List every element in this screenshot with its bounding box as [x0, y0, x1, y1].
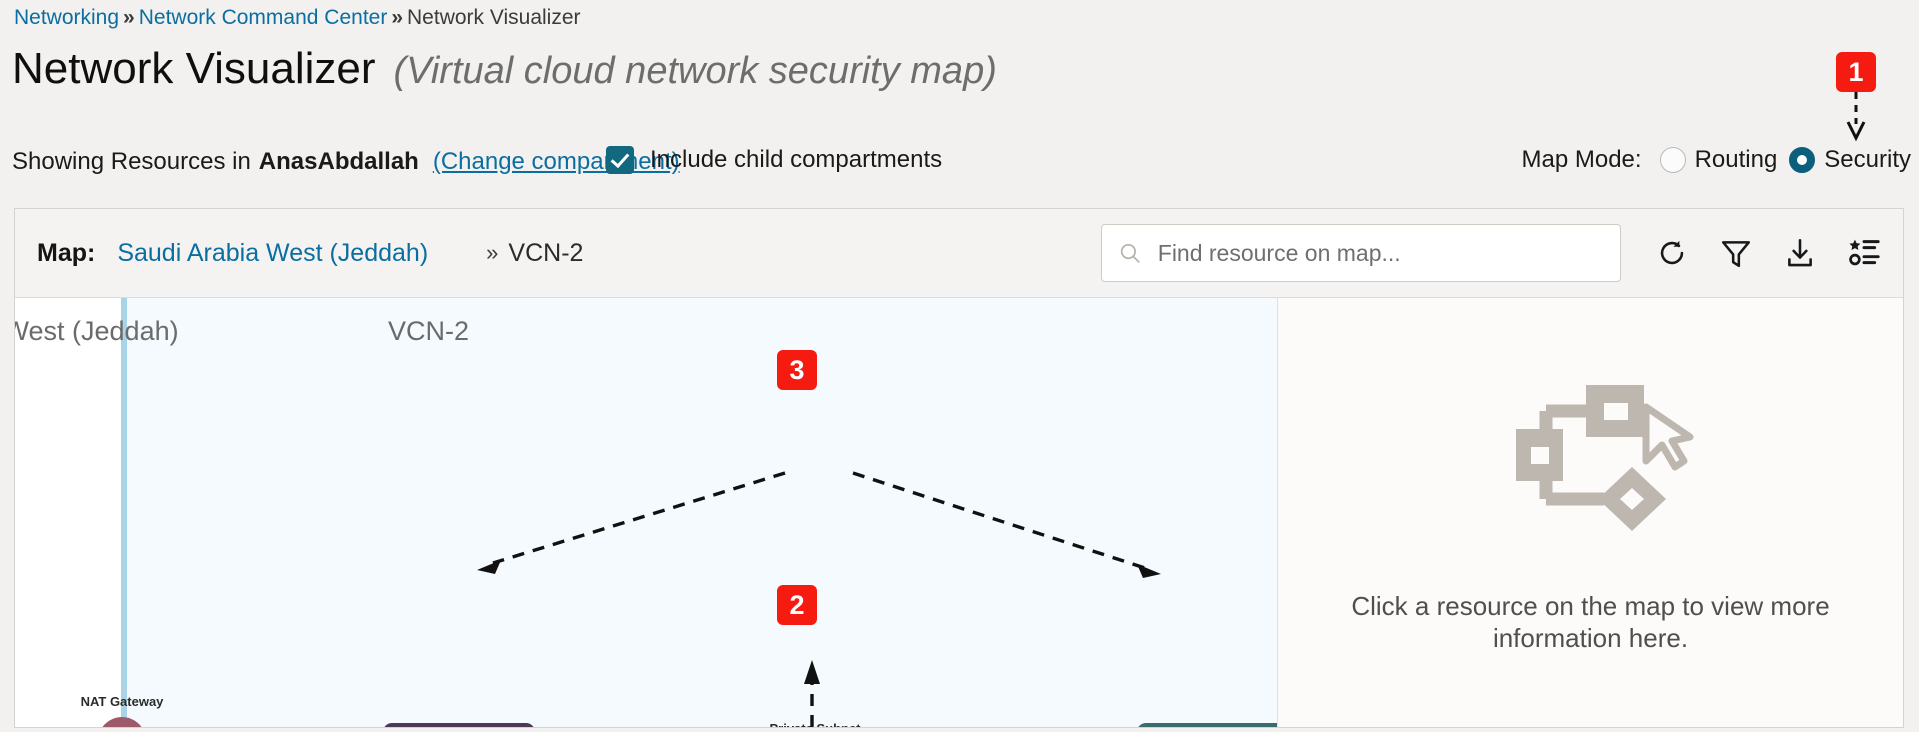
private-subnet-label: Private Subnet: [740, 721, 890, 727]
map-mode-security-label: Security: [1824, 146, 1911, 173]
compartment-row: Showing Resources in AnasAbdallah (Chang…: [12, 148, 680, 176]
map-mode-label: Map Mode:: [1521, 146, 1642, 173]
search-icon: [1120, 243, 1140, 263]
radio-security[interactable]: [1789, 147, 1816, 173]
refresh-icon[interactable]: [1655, 236, 1689, 270]
map-label: Map:: [37, 238, 96, 267]
page-subtitle: (Virtual cloud network security map): [393, 50, 997, 92]
network-security-groups-card[interactable]: Network Security Groups: [1137, 723, 1289, 727]
radio-routing[interactable]: [1659, 147, 1686, 173]
map-toolbar: Map: Saudi Arabia West (Jeddah) » VCN-2: [15, 209, 1903, 298]
annotation-badge-1: 1: [1836, 52, 1876, 92]
nat-gateway-node[interactable]: NAT: [98, 717, 146, 727]
security-lists-card-title: Security Lists: [383, 723, 535, 727]
annotation-1-leader: [1846, 92, 1866, 142]
legend-icon[interactable]: [1847, 236, 1881, 270]
search-box[interactable]: [1101, 224, 1621, 282]
annotation-badge-2: 2: [777, 585, 817, 625]
include-child-compartments-checkbox[interactable]: [606, 146, 634, 174]
breadcrumb: Networking»Network Command Center»Networ…: [14, 6, 581, 30]
breadcrumb-separator: »: [123, 6, 135, 29]
network-nodes-placeholder-icon: [1515, 384, 1693, 531]
map-region-link[interactable]: Saudi Arabia West (Jeddah): [117, 238, 429, 267]
nat-gateway-label: NAT Gateway: [80, 694, 164, 709]
map-mode-option-security[interactable]: Security: [1789, 146, 1911, 174]
map-mode-group: Map Mode: Routing Security: [1521, 146, 1911, 174]
include-child-compartments-label: Include child compartments: [650, 146, 943, 173]
compartment-name: AnasAbdallah: [258, 148, 419, 175]
region-title: a West (Jeddah): [15, 316, 179, 346]
visualizer-panel: Map: Saudi Arabia West (Jeddah) » VCN-2: [14, 208, 1904, 728]
vcn-title: VCN-2: [388, 316, 470, 346]
map-breadcrumb-separator: »: [486, 240, 499, 265]
resource-details-panel: Click a resource on the map to view more…: [1277, 298, 1903, 727]
search-input[interactable]: [1155, 238, 1604, 268]
toolbar-icons: [1655, 236, 1881, 270]
region-outer-background: [15, 298, 121, 727]
breadcrumb-separator: »: [391, 6, 404, 29]
page-title: Network Visualizer: [12, 44, 376, 93]
map-canvas[interactable]: a West (Jeddah) VCN-2 NAT Gateway NAT Se…: [15, 298, 1903, 727]
breadcrumb-item-networking[interactable]: Networking: [14, 6, 120, 29]
resource-details-empty-text: Click a resource on the map to view more…: [1351, 590, 1830, 653]
map-vcn-label: VCN-2: [508, 238, 584, 267]
filter-icon[interactable]: [1719, 236, 1753, 270]
region-background: [15, 298, 1277, 727]
download-icon[interactable]: [1783, 236, 1817, 270]
nsg-card-title: Network Security Groups: [1137, 723, 1289, 727]
change-compartment-link[interactable]: (Change compartment): [432, 148, 680, 175]
include-child-compartments[interactable]: Include child compartments: [606, 146, 942, 174]
annotation-badge-3: 3: [777, 350, 817, 390]
region-boundary: [121, 298, 127, 727]
breadcrumb-item-network-command-center[interactable]: Network Command Center: [138, 6, 388, 29]
map-mode-option-routing[interactable]: Routing: [1659, 146, 1778, 174]
page-header: Network Visualizer (Virtual cloud networ…: [12, 44, 997, 94]
compartment-prefix: Showing Resources in: [12, 148, 251, 175]
map-mode-routing-label: Routing: [1694, 146, 1778, 173]
security-lists-card[interactable]: Security Lists: [383, 723, 535, 727]
breadcrumb-item-network-visualizer: Network Visualizer: [407, 6, 581, 29]
